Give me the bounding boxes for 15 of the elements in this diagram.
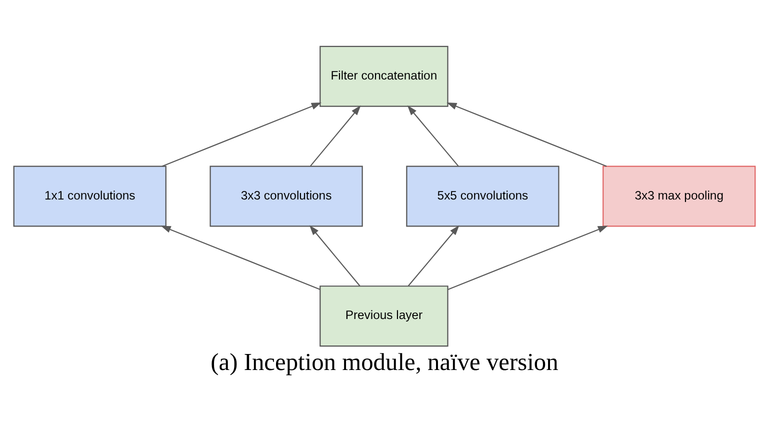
arrow <box>447 225 608 290</box>
arrow <box>310 104 360 166</box>
node-box: Filter concatenation <box>319 45 448 106</box>
arrow <box>407 224 459 286</box>
arrow <box>162 102 321 166</box>
arrow <box>446 102 606 166</box>
arrow <box>308 224 360 286</box>
node-box: 1x1 convolutions <box>12 165 166 226</box>
node-box: 3x3 max pooling <box>602 165 756 226</box>
node-box: 5x5 convolutions <box>406 165 559 226</box>
node-box: 3x3 convolutions <box>209 165 362 226</box>
arrow <box>160 225 320 290</box>
node-box: Previous layer <box>319 285 448 346</box>
arrow <box>406 104 458 166</box>
caption: (a) Inception module, naïve version <box>210 348 558 376</box>
